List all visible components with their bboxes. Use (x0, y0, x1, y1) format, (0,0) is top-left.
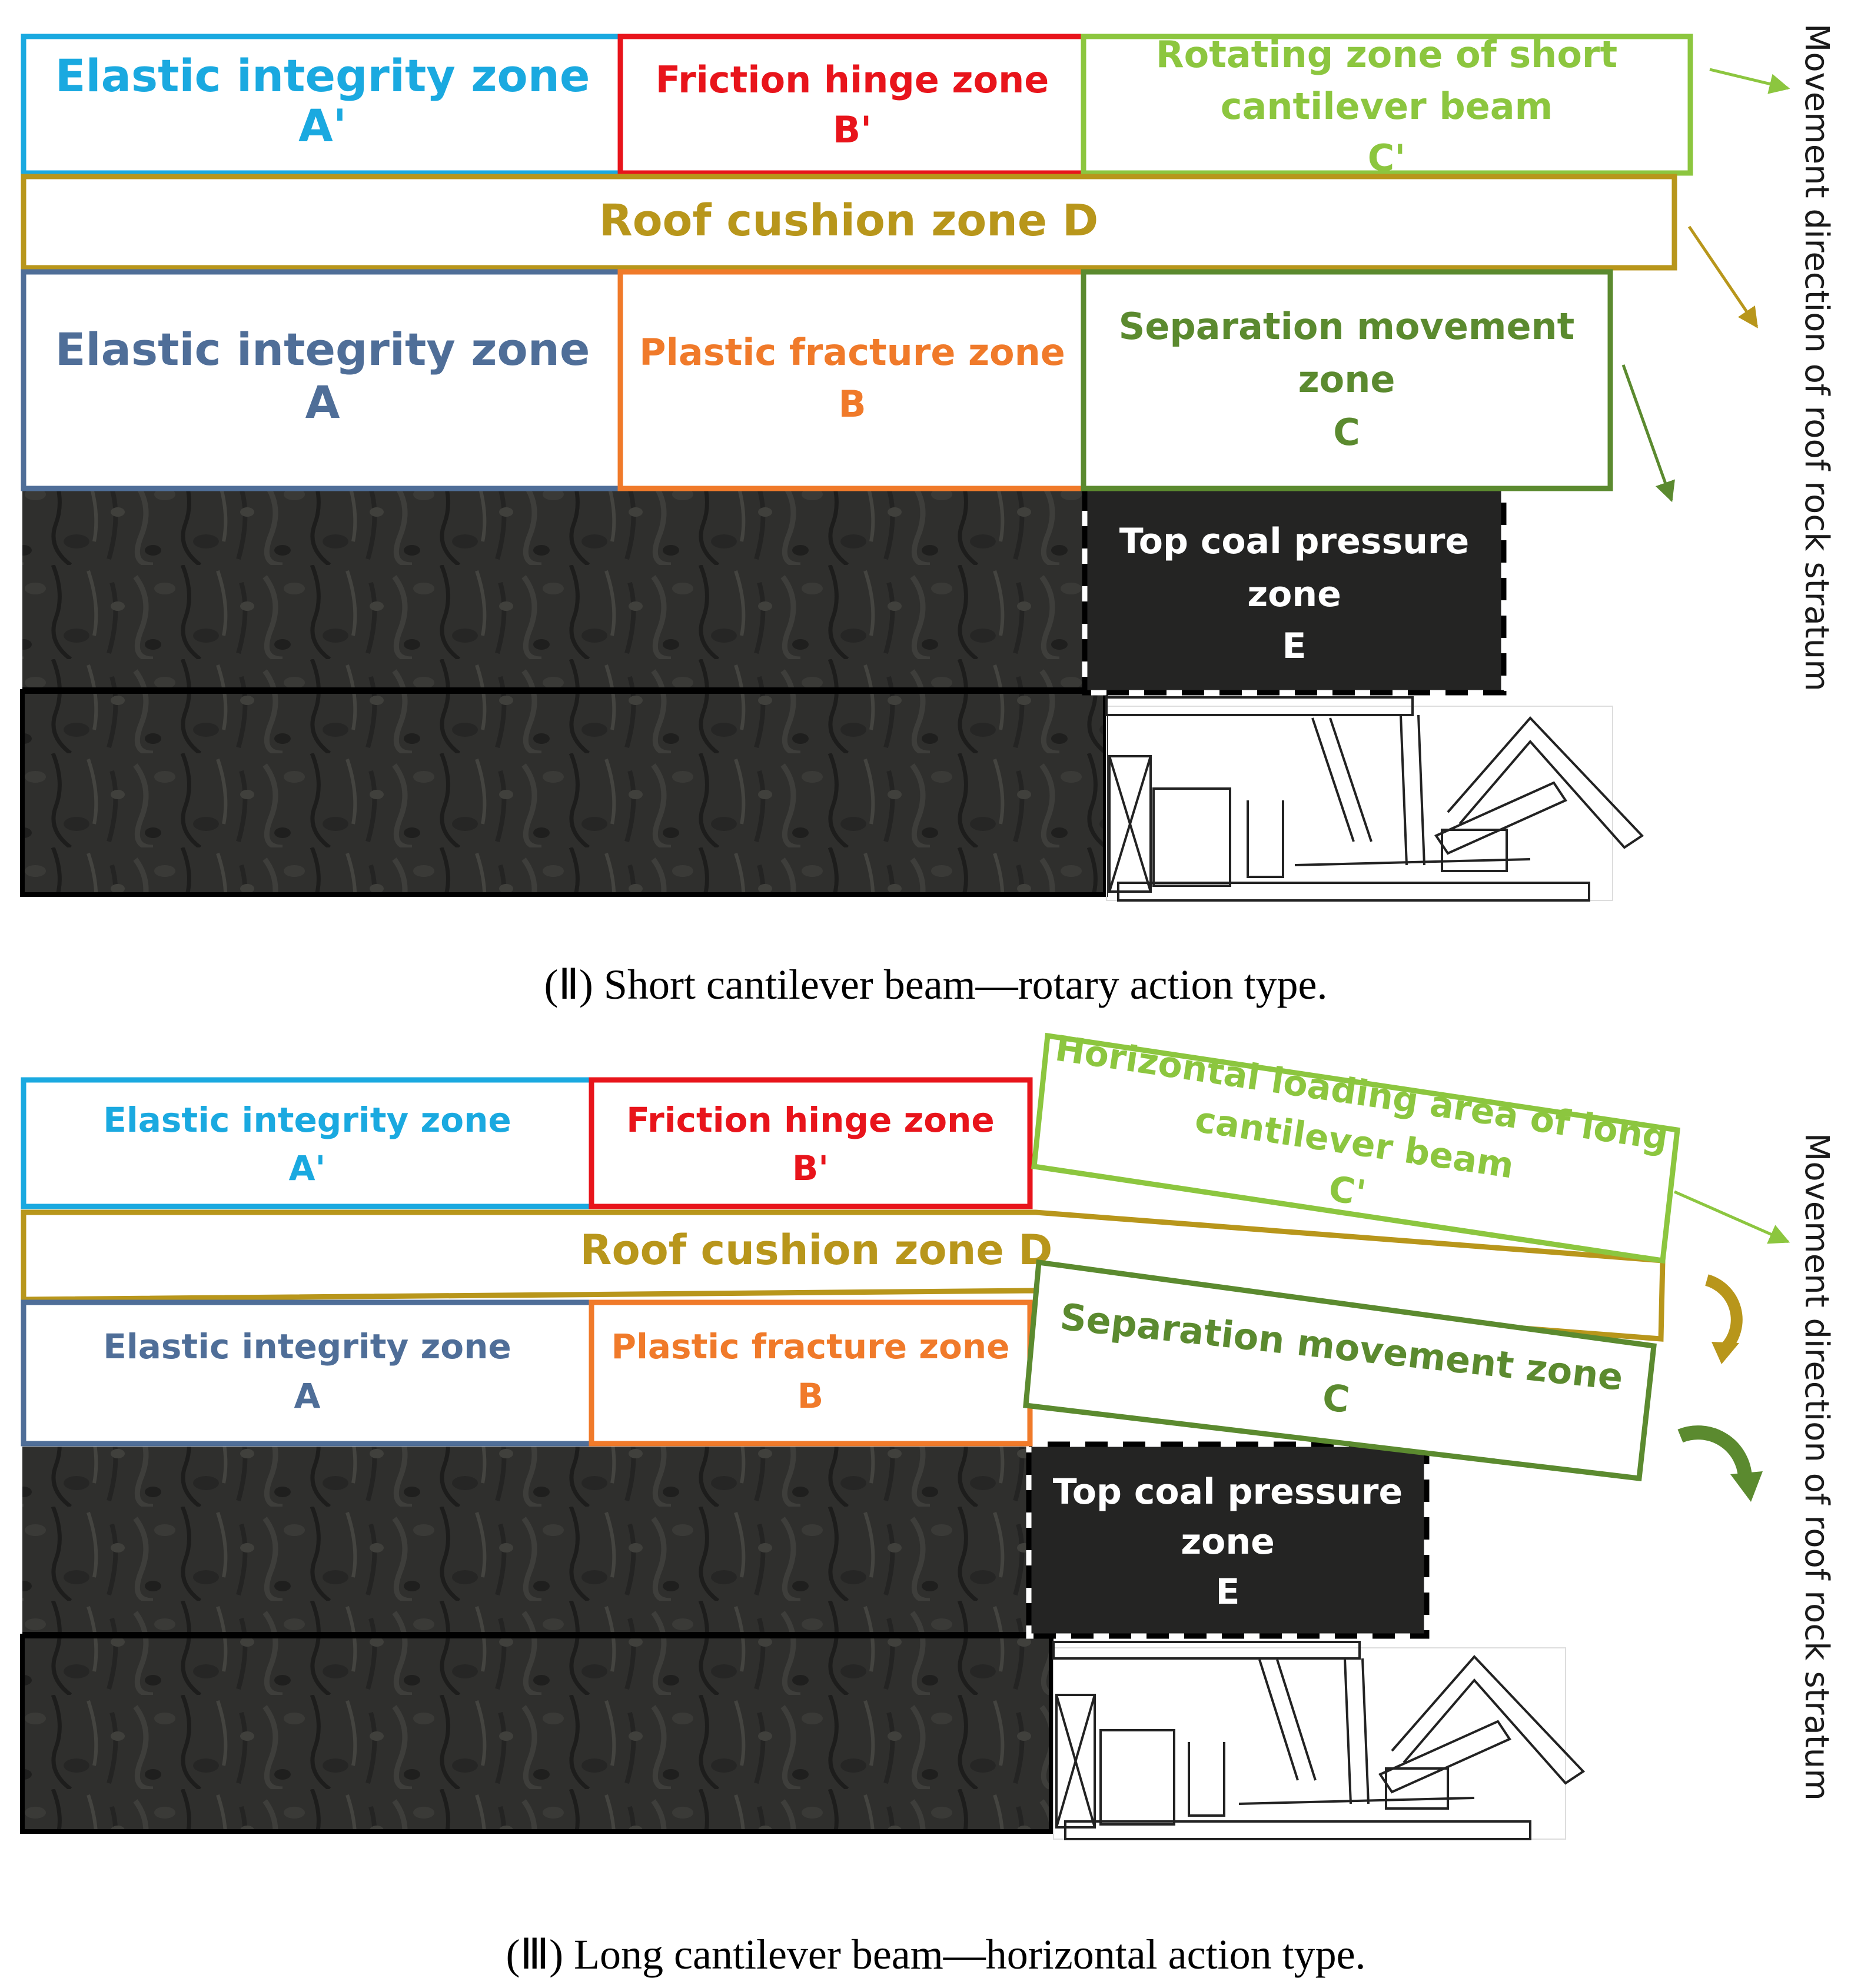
zone-e-line3: E (1216, 1571, 1240, 1613)
coal-seam-upper (22, 488, 1088, 689)
zone-e-line1: Top coal pressure (1119, 521, 1469, 562)
zone-e-line2: zone (1247, 574, 1341, 615)
zone-a (21, 269, 623, 491)
arrow-d (1687, 225, 1759, 328)
zone-b (589, 1299, 1033, 1447)
panel-long-cantilever: Top coal pressure zone E Elastic integri… (20, 1028, 1836, 1978)
zone-c-line1: Separation movement (1119, 305, 1575, 348)
zone-c-line2: zone (1298, 358, 1395, 401)
rotation-arrow-green (1677, 1425, 1763, 1502)
zone-e-top-coal (1026, 1441, 1430, 1639)
zone-b-prime-line2: B' (792, 1148, 829, 1188)
caption-short-cantilever: (Ⅱ) Short cantilever beam—rotary action … (544, 961, 1328, 1008)
arrow-c (1621, 364, 1675, 503)
zone-a-line2: A (305, 376, 340, 428)
zone-c-prime-line3: C' (1326, 1168, 1368, 1214)
zone-b (617, 269, 1086, 491)
zone-c-prime (1081, 34, 1693, 176)
zone-c (1023, 1259, 1657, 1482)
zone-e-line2: zone (1181, 1521, 1275, 1563)
zone-b-line2: B (797, 1376, 823, 1416)
zone-b-prime (589, 1077, 1033, 1209)
zone-b-prime-line1: Friction hinge zone (626, 1100, 994, 1140)
zone-c-line2: C (1320, 1375, 1351, 1421)
zone-a-prime (21, 1077, 594, 1209)
zone-b-line1: Plastic fracture zone (639, 331, 1065, 374)
zone-b-line1: Plastic fracture zone (612, 1327, 1010, 1367)
zone-e-line3: E (1282, 626, 1307, 667)
coal-seam-upper (22, 1447, 1029, 1634)
zone-c-prime-line2: cantilever beam (1221, 85, 1553, 128)
zone-d-roof-cushion (21, 174, 1677, 271)
panel-short-cantilever: Top coal pressure zone E Elastic integri… (20, 24, 1836, 1008)
zone-e-line1: Top coal pressure (1053, 1471, 1403, 1512)
zone-c-line3: C (1333, 411, 1360, 454)
zone-a-line1: Elastic integrity zone (55, 323, 590, 375)
zone-c-prime-line3: C' (1368, 137, 1405, 179)
zone-b-prime (617, 34, 1086, 176)
movement-direction-label: Movement direction of roof rock stratum (1797, 24, 1836, 692)
zone-b-prime-line1: Friction hinge zone (656, 58, 1049, 101)
movement-direction-label: Movement direction of roof rock stratum (1797, 1133, 1836, 1801)
rotation-arrow-gold (1704, 1274, 1743, 1364)
zone-a (21, 1299, 594, 1447)
hydraulic-support-machine (1052, 1641, 1586, 1840)
zone-b-line2: B (838, 383, 866, 425)
zone-a-line1: Elastic integrity zone (103, 1327, 511, 1367)
zone-d-label: Roof cushion zone D (599, 195, 1099, 246)
zone-a-prime-line2: A' (289, 1148, 326, 1188)
caption-long-cantilever: (Ⅲ) Long cantilever beam—horizontal acti… (506, 1931, 1365, 1978)
coal-seam-lower (20, 689, 1108, 897)
coal-seam-lower (20, 1634, 1054, 1834)
zone-c (1081, 269, 1613, 491)
hydraulic-support-machine (1105, 696, 1644, 902)
zone-a-prime (21, 34, 623, 176)
arrow-c-prime (1673, 1190, 1790, 1244)
zone-a-prime-line2: A' (298, 99, 347, 152)
arrow-c-prime (1709, 68, 1790, 94)
zone-a-prime-line1: Elastic integrity zone (55, 49, 590, 102)
zone-a-prime-line1: Elastic integrity zone (103, 1100, 511, 1140)
zone-a-line2: A (294, 1376, 321, 1416)
zone-b-prime-line2: B' (833, 108, 872, 151)
zone-c-prime (1031, 1032, 1680, 1264)
zone-c-prime-line1: Rotating zone of short (1156, 33, 1617, 76)
zone-d-label: Roof cushion zone D (580, 1226, 1053, 1274)
